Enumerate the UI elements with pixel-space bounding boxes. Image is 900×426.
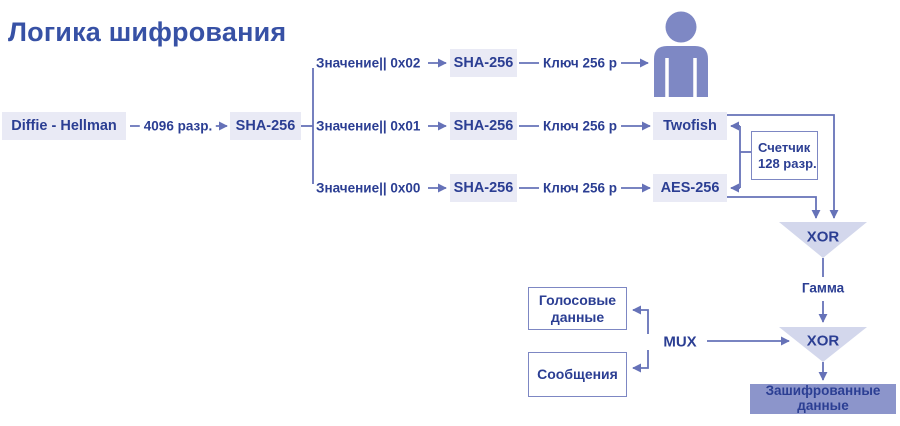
user-icon <box>654 11 708 97</box>
twofish-box: Twofish <box>653 112 727 140</box>
encrypted-output-line1: Зашифрованные <box>765 383 881 399</box>
sha256-branch1-label: SHA-256 <box>453 55 514 71</box>
xor1-label: XOR <box>806 228 840 246</box>
key-256-label-2: Ключ 256 р <box>539 118 621 134</box>
value-0x00-label: Значение|| 0x00 <box>316 180 421 196</box>
twofish-label: Twofish <box>663 118 717 134</box>
sha256-branch2-label: SHA-256 <box>453 118 514 134</box>
counter-line2: 128 разр. <box>758 155 817 171</box>
diffie-hellman-box: Diffie - Hellman <box>2 112 126 140</box>
sha256-branch3-box: SHA-256 <box>450 174 517 202</box>
messages-label: Сообщения <box>537 366 618 383</box>
aes-to-xor1 <box>727 196 821 219</box>
counter-line1: Счетчик <box>758 139 811 155</box>
sha256-branch3-label: SHA-256 <box>453 180 514 196</box>
mux-label: MUX <box>663 333 697 351</box>
value-0x02-label: Значение|| 0x02 <box>316 55 421 71</box>
xor1-triangle <box>779 222 867 258</box>
voice-data-line2: данные <box>550 308 605 325</box>
gamma-label: Гамма <box>801 280 845 296</box>
messages-box: Сообщения <box>528 352 627 397</box>
aes256-box: AES-256 <box>653 174 727 202</box>
sha256-main-label: SHA-256 <box>235 118 296 134</box>
sha256-main-box: SHA-256 <box>230 112 301 140</box>
voice-data-box: Голосовые данные <box>528 287 627 330</box>
diffie-hellman-label: Diffie - Hellman <box>11 118 117 134</box>
xor2-label: XOR <box>806 332 840 350</box>
value-0x01-label: Значение|| 0x01 <box>316 118 421 134</box>
encrypted-output-line2: данные <box>797 398 849 413</box>
key-256-label-3: Ключ 256 р <box>539 180 621 196</box>
twofish-to-xor1 <box>727 114 839 219</box>
page-title: Логика шифрования <box>8 17 287 47</box>
mux-to-voice-arrow <box>632 305 649 334</box>
voice-data-line1: Голосовые <box>538 291 617 308</box>
mux-to-messages-arrow <box>632 350 649 373</box>
xor2-triangle <box>779 327 867 362</box>
key-256-label-1: Ключ 256 р <box>539 55 621 71</box>
sha256-branch1-box: SHA-256 <box>450 49 517 77</box>
aes256-label: AES-256 <box>660 180 720 196</box>
encrypted-output-box: Зашифрованные данные <box>750 383 896 414</box>
bits-4096-label: 4096 разр. <box>139 118 217 134</box>
counter-box: Счетчик 128 разр. <box>751 131 818 180</box>
sha256-branch2-box: SHA-256 <box>450 112 517 140</box>
